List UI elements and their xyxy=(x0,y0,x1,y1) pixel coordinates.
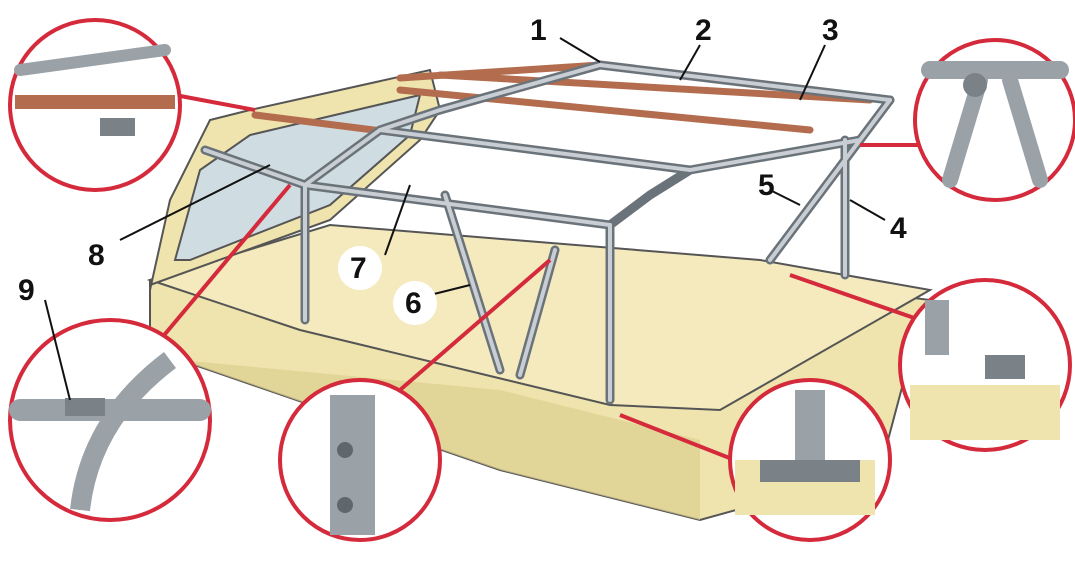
callout-1: 1 xyxy=(530,14,547,47)
detail-circle-clamp xyxy=(913,38,1075,202)
frame-highlights xyxy=(203,63,892,402)
leader-right xyxy=(789,273,921,322)
leader-3 xyxy=(799,44,826,101)
callout-8: 8 xyxy=(88,239,105,272)
roof-straps xyxy=(251,61,874,174)
strap-rear xyxy=(436,71,874,104)
leader-top-left xyxy=(174,93,256,112)
leader-bottom-center xyxy=(398,258,552,392)
detail-circle-rear-mount xyxy=(898,278,1072,452)
leader-2 xyxy=(679,44,701,81)
detail-circle-bolt-plate xyxy=(278,378,442,542)
callout-5: 5 xyxy=(758,169,775,202)
callout-leaders xyxy=(44,37,886,401)
callout-7: 7 xyxy=(350,252,367,285)
callout-6-bg xyxy=(393,281,437,325)
leader-1 xyxy=(559,37,601,63)
detail-circle-strap-clip xyxy=(8,18,182,192)
callout-7-bg xyxy=(338,246,382,290)
callout-9: 9 xyxy=(18,274,35,307)
rear-hoop xyxy=(605,165,695,230)
callout-2: 2 xyxy=(695,14,712,47)
detail-circle-floor-mount xyxy=(728,378,892,542)
callout-labels: 1 2 3 4 5 6 7 8 9 xyxy=(18,14,907,325)
leader-5 xyxy=(769,189,801,206)
leader-left xyxy=(158,183,292,342)
leader-4 xyxy=(849,199,886,221)
strap-middle xyxy=(396,86,814,134)
leader-9 xyxy=(44,299,71,401)
leader-6 xyxy=(429,284,471,296)
strap-top xyxy=(396,61,604,82)
detail-circle-joint xyxy=(8,318,212,522)
callout-3: 3 xyxy=(822,14,839,47)
leader-7 xyxy=(384,184,411,256)
callout-4: 4 xyxy=(890,212,907,245)
callout-6: 6 xyxy=(405,287,422,320)
leader-8 xyxy=(119,164,271,241)
